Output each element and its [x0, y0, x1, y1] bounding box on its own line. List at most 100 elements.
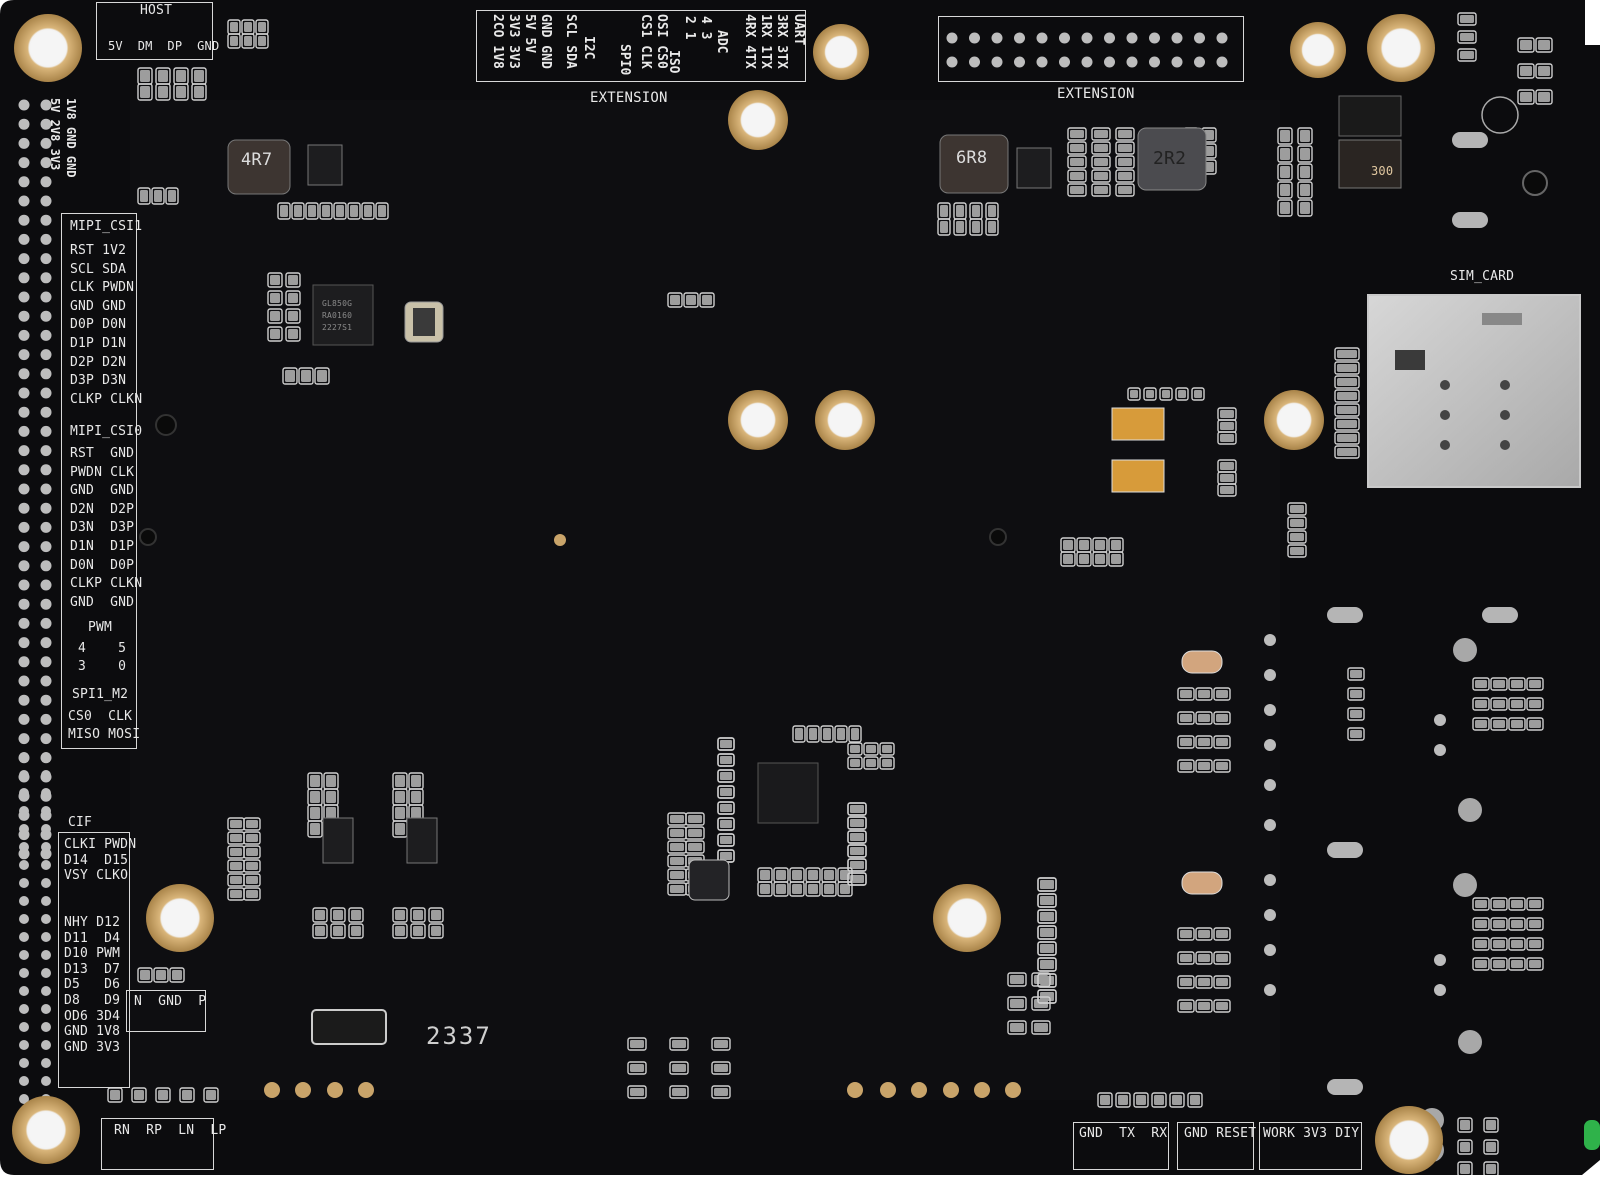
smd-pad — [670, 843, 684, 851]
smd-outline — [985, 218, 999, 236]
extension-right-box — [938, 16, 1244, 82]
csi1-row: CLKP CLKN — [70, 391, 143, 407]
ext-pin — [1171, 32, 1183, 44]
smd-outline — [1213, 927, 1231, 941]
smd-pad — [288, 275, 298, 285]
smd-pad — [1180, 714, 1192, 722]
smd-outline — [1213, 999, 1231, 1013]
smd-outline — [277, 202, 291, 220]
header-pin — [41, 1022, 51, 1032]
smd-outline — [347, 202, 361, 220]
smd-outline — [717, 785, 735, 799]
smd-pad — [158, 70, 168, 82]
smd-pad — [1290, 547, 1304, 555]
header-pin — [40, 99, 52, 111]
header-pin — [40, 579, 52, 591]
smd-outline — [1037, 973, 1057, 988]
smd-outline — [1517, 89, 1535, 105]
smd-outline — [330, 907, 346, 923]
csi1-row: SCL SDA — [70, 261, 127, 277]
smd-pad — [1337, 448, 1357, 456]
smd-pad — [1146, 390, 1154, 398]
header-pin — [40, 310, 52, 322]
mipi-csi1-title: MIPI_CSI1 — [70, 219, 143, 234]
header-pin — [18, 387, 30, 399]
smd-pad — [230, 22, 238, 32]
smd-pad — [1070, 172, 1084, 180]
smd-pad — [1118, 1095, 1128, 1105]
smd-pad — [672, 1040, 686, 1048]
smd-pad — [1290, 505, 1304, 513]
ext-pin — [1194, 56, 1205, 68]
smd-outline — [847, 802, 867, 816]
ic-marking-1: GL850G — [322, 299, 353, 308]
header-pin — [18, 291, 30, 303]
smd-outline — [1277, 199, 1293, 217]
smd-pad — [246, 848, 258, 856]
ext-pin — [1149, 56, 1160, 68]
smd-outline — [1067, 183, 1087, 197]
smd-outline — [153, 967, 169, 983]
smd-pad — [823, 728, 831, 740]
smd-outline — [847, 742, 863, 756]
smd-outline — [1287, 502, 1307, 516]
sim-card-label: SIM_CARD — [1450, 269, 1515, 284]
pwm-row-1: 4 5 — [78, 641, 127, 656]
smd-pad — [670, 885, 684, 893]
smd-outline — [1535, 89, 1553, 105]
ext-pin — [1036, 32, 1048, 44]
header-pin — [18, 214, 30, 226]
mounting-hole-center — [30, 30, 66, 66]
csi0-row: D3N D3P — [70, 520, 135, 536]
header-pin — [40, 329, 52, 341]
via-pad — [1264, 874, 1276, 886]
smd-pad — [1486, 1164, 1496, 1174]
smd-pad — [1118, 130, 1132, 138]
smd-pad — [244, 22, 252, 32]
inductor-4r7 — [227, 139, 291, 195]
smd-pad — [1300, 130, 1310, 142]
smd-outline — [1526, 917, 1544, 931]
test-pad — [264, 1082, 280, 1098]
smd-outline — [627, 1061, 647, 1075]
reset-label: GND RESET — [1184, 1126, 1257, 1141]
smd-pad — [280, 205, 288, 217]
header-pin — [40, 483, 52, 495]
smd-outline — [1287, 544, 1307, 558]
smd-pad — [1220, 474, 1234, 482]
smd-pad — [176, 86, 186, 98]
power-col-2: 5V 5V — [522, 14, 537, 54]
header-pin — [19, 1004, 29, 1014]
smd-pad — [1300, 184, 1310, 196]
smd-outline — [375, 202, 389, 220]
via-pad — [1264, 779, 1276, 791]
smd-pad — [244, 36, 252, 46]
header-pin — [40, 195, 52, 207]
smd-pad — [1094, 186, 1108, 194]
via-pad — [1264, 819, 1276, 831]
smd-outline — [1508, 897, 1526, 911]
smd-outline — [1177, 759, 1195, 773]
smd-pad — [1070, 186, 1084, 194]
smd-pad — [1475, 940, 1487, 948]
header-pin — [18, 617, 30, 629]
csi1-row: D0P D0N — [70, 317, 127, 333]
smd-outline — [155, 1087, 171, 1103]
smd-pad — [1180, 978, 1192, 986]
cif-row: D13 D7 — [64, 961, 121, 977]
smd-outline — [267, 308, 283, 324]
mounting-hole-center — [1278, 404, 1310, 436]
header-pin — [19, 770, 29, 780]
smd-pad — [1111, 540, 1121, 550]
csi0-row: D2N D2P — [70, 501, 135, 517]
smd-pad — [140, 970, 150, 980]
smd-pad — [670, 815, 684, 823]
smd-pad — [288, 311, 298, 321]
smd-outline — [267, 326, 283, 342]
smd-outline — [131, 1087, 147, 1103]
reset-box — [1177, 1122, 1254, 1170]
smd-pad — [1180, 1002, 1192, 1010]
header-pin — [19, 860, 29, 870]
smd-pad — [1040, 944, 1054, 953]
